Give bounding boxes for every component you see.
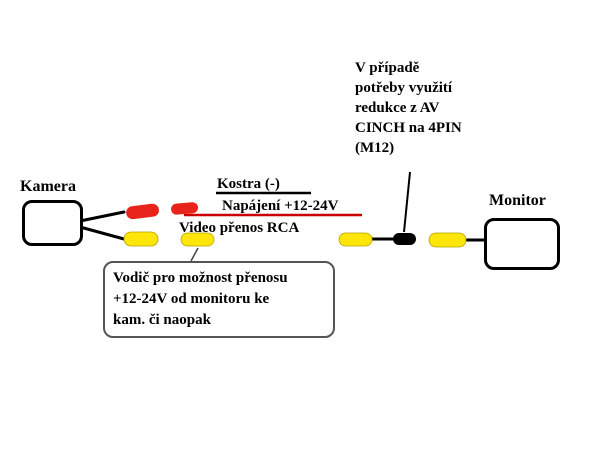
note-line: (M12): [355, 140, 395, 156]
camera-box: [22, 200, 83, 246]
rca-yellow-plug-d: [428, 232, 467, 248]
note-line: V případě: [355, 60, 420, 76]
note-line: potřeby využití: [355, 80, 453, 96]
rca-yellow-plug-c: [338, 232, 373, 247]
ground-label: Kostra (-): [217, 176, 280, 192]
note-line: CINCH na 4PIN: [355, 120, 462, 136]
note-text: V případě potřeby využití redukce z AV C…: [355, 58, 495, 158]
power-label: Napájení +12-24V: [222, 198, 339, 214]
rca-red-plug-b: [171, 202, 199, 215]
monitor-label: Monitor: [489, 192, 546, 209]
video-label: Video přenos RCA: [179, 220, 300, 236]
camera-wire-bottom: [78, 225, 126, 241]
monitor-box: [484, 218, 560, 270]
rca-yellow-plug-a: [123, 231, 159, 247]
callout-line: Vodič pro možnost přenosu: [113, 270, 288, 286]
rca-yellow-plug-b: [180, 232, 215, 247]
callout-box: Vodič pro možnost přenosu +12-24V od mon…: [103, 261, 335, 338]
rca-black-plug: [393, 233, 416, 245]
callout-pointer-line: [190, 247, 199, 262]
rca-red-plug-a: [126, 203, 159, 220]
note-line: redukce z AV: [355, 100, 440, 116]
callout-line: +12-24V od monitoru ke: [113, 291, 270, 307]
camera-label: Kamera: [20, 178, 76, 195]
note-pointer-line: [403, 171, 411, 233]
camera-wire-top: [78, 210, 126, 223]
callout-line: kam. či naopak: [113, 312, 211, 328]
